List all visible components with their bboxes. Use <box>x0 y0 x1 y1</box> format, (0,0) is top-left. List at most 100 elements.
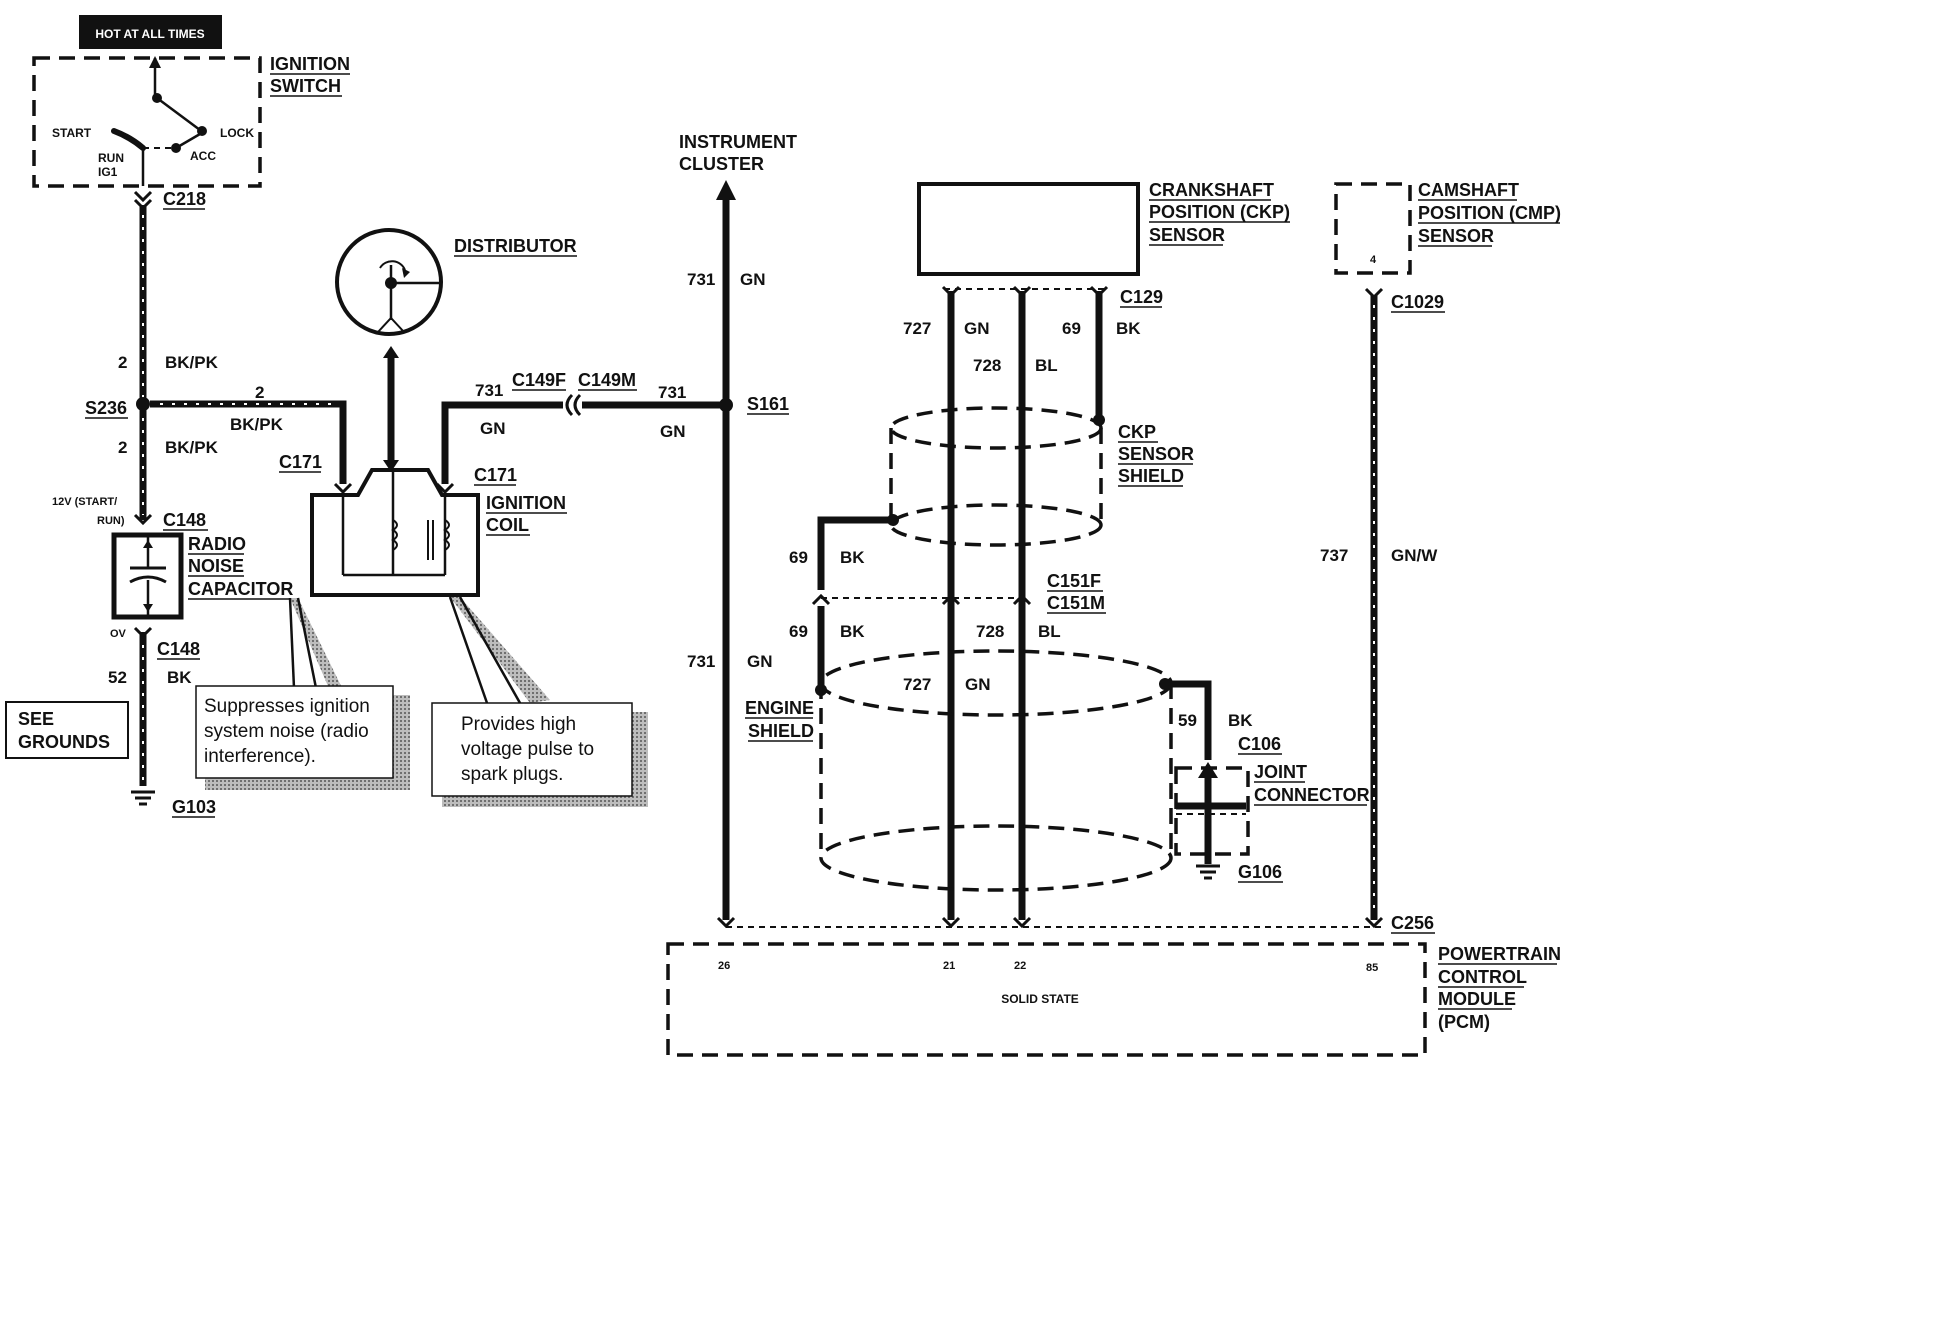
cmp-pin: 4 <box>1370 254 1377 266</box>
ckp-w69-color: BK <box>1116 319 1141 338</box>
engine-shield-title-2: SHIELD <box>748 721 814 741</box>
instrument-cluster-circuit: INSTRUMENT CLUSTER 731 GN 731 GN <box>679 132 797 929</box>
instrument-cluster-title-1: INSTRUMENT <box>679 132 797 152</box>
ignition-switch-title-1: IGNITION <box>270 54 350 74</box>
switch-pos-start: START <box>52 126 92 140</box>
connector-c218: C218 <box>163 189 206 209</box>
coil-note-box <box>431 702 633 797</box>
wire-2-mid-num: 2 <box>118 438 127 457</box>
capacitor-note-3: interference). <box>204 746 316 767</box>
engine-shield-title-1: ENGINE <box>745 698 814 718</box>
ckp-title-1: CRANKSHAFT <box>1149 180 1274 200</box>
connector-c151f: C151F <box>1047 571 1101 591</box>
ground-wire-color: BK <box>167 668 192 687</box>
connector-c151m: C151M <box>1047 593 1105 613</box>
coil-note-3: spark plugs. <box>461 764 563 785</box>
cmp-sensor-box <box>1334 182 1412 275</box>
ignition-switch: HOT AT ALL TIMES START LOCK RUN IG1 ACC … <box>32 15 350 188</box>
shield-w728-lower-color: BL <box>1038 622 1061 641</box>
ignition-switch-title-2: SWITCH <box>270 76 341 96</box>
branch-wire-color: BK/PK <box>230 415 284 434</box>
ignition-switch-box <box>32 56 262 188</box>
see-grounds-2: GROUNDS <box>18 732 110 752</box>
shield-w69-lower-color: BK <box>840 622 865 641</box>
switch-pos-acc: ACC <box>190 149 216 163</box>
splice-s236-label: S236 <box>85 398 127 418</box>
ckp-sensor: CRANKSHAFT POSITION (CKP) SENSOR C129 72… <box>789 180 1290 590</box>
ckp-w728-color: BL <box>1035 356 1058 375</box>
ignition-coil-title-2: COIL <box>486 515 529 535</box>
pcm-title-1: POWERTRAIN <box>1438 944 1561 964</box>
shield-w69-upper-color: BK <box>840 548 865 567</box>
pcm-pin-85: 85 <box>1366 962 1378 974</box>
ground-g103: G103 <box>172 797 216 817</box>
connector-c148-top: C148 <box>163 510 206 530</box>
wire-2-top-num: 2 <box>118 353 127 372</box>
pcm-title-3: MODULE <box>1438 989 1516 1009</box>
ckp-title-3: SENSOR <box>1149 225 1225 245</box>
splice-s236 <box>136 397 150 411</box>
connector-c106: C106 <box>1238 734 1281 754</box>
powertrain-control-module: C256 26 21 22 85 SOLID STATE POWERTRAIN … <box>666 913 1561 1057</box>
ckp-signal-wires: C151F C151M 69 BK 728 BL 727 GN <box>789 291 1106 929</box>
shield-w727-lower-color: GN <box>965 675 991 694</box>
cmp-title-3: SENSOR <box>1418 226 1494 246</box>
capacitor-note-box <box>195 685 394 779</box>
connector-c171-left: C171 <box>279 452 322 472</box>
ckp-title-2: POSITION (CKP) <box>1149 202 1290 222</box>
switch-pos-run: RUN <box>98 151 124 165</box>
coil-callout: Provides high voltage pulse to spark plu… <box>431 596 648 807</box>
wire-2-mid-color: BK/PK <box>165 438 219 457</box>
connector-c149f: C149F <box>512 370 566 390</box>
pcm-title-4: (PCM) <box>1438 1012 1490 1032</box>
branch-wire-num: 2 <box>255 383 264 402</box>
cmp-wire-num: 737 <box>1320 546 1348 565</box>
pcm-pin-21: 21 <box>943 960 955 972</box>
cluster-wire-color-top: GN <box>740 270 766 289</box>
cluster-wire-color-bottom: GN <box>747 652 773 671</box>
joint-connector-box <box>1174 766 1250 856</box>
shield-w59-color: BK <box>1228 711 1253 730</box>
capacitor-note-1: Suppresses ignition <box>204 696 370 717</box>
pcm-solid-state: SOLID STATE <box>1001 992 1079 1006</box>
capacitor-title-1: RADIO <box>188 534 246 554</box>
coil-feed-color-left: GN <box>480 419 506 438</box>
see-grounds-1: SEE <box>18 709 54 729</box>
coil-feed-num-right: 731 <box>658 383 686 402</box>
coil-feed-num-left: 731 <box>475 381 503 400</box>
joint-connector-1: JOINT <box>1254 762 1307 782</box>
voltage-label-2: RUN) <box>97 515 125 527</box>
shield-w728-lower: 728 <box>976 622 1004 641</box>
capacitor-note-2: system noise (radio <box>204 721 369 742</box>
ckp-shield-3: SHIELD <box>1118 466 1184 486</box>
ignition-coil-title-1: IGNITION <box>486 493 566 513</box>
shield-w59: 59 <box>1178 711 1197 730</box>
connector-c171-right: C171 <box>474 465 517 485</box>
joint-connector-2: CONNECTOR <box>1254 785 1370 805</box>
ckp-w727-color: GN <box>964 319 990 338</box>
pcm-pin-22: 22 <box>1014 960 1026 972</box>
left-circuit: C218 2 BK/PK S236 2 BK/PK 2 BK/PK 12V (S… <box>5 189 347 818</box>
connector-c148-bottom: C148 <box>157 639 200 659</box>
ckp-shield-2: SENSOR <box>1118 444 1194 464</box>
shield-w727-lower: 727 <box>903 675 931 694</box>
distributor-title: DISTRIBUTOR <box>454 236 577 256</box>
cluster-wire-num-bottom: 731 <box>687 652 715 671</box>
hot-badge-text: HOT AT ALL TIMES <box>95 27 204 41</box>
connector-c149m: C149M <box>578 370 636 390</box>
cmp-title-1: CAMSHAFT <box>1418 180 1519 200</box>
capacitor-title-2: NOISE <box>188 556 244 576</box>
switch-pos-lock: LOCK <box>220 126 254 140</box>
cmp-title-2: POSITION (CMP) <box>1418 203 1561 223</box>
switch-pos-ig1: IG1 <box>98 165 118 179</box>
engine-shield-cylinder <box>819 649 1173 717</box>
capacitor-title-3: CAPACITOR <box>188 579 293 599</box>
cmp-sensor: 4 CAMSHAFT POSITION (CMP) SENSOR C1029 7… <box>1320 180 1561 929</box>
engine-shield: ENGINE SHIELD 59 BK C106 JOINT CONNECTOR… <box>745 649 1370 892</box>
ckp-w69: 69 <box>1062 319 1081 338</box>
hot-at-all-times-badge <box>79 15 222 49</box>
distributor-cap <box>335 228 443 336</box>
coil-note-2: voltage pulse to <box>461 739 594 760</box>
connector-c256: C256 <box>1391 913 1434 933</box>
